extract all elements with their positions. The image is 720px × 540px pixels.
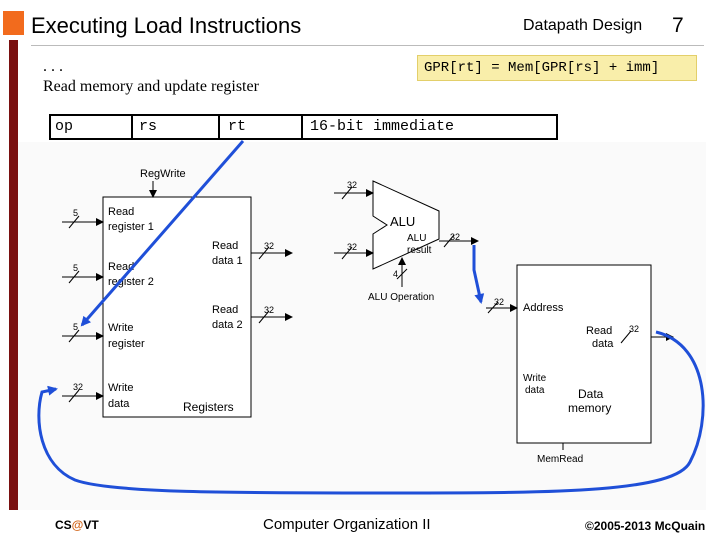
field-op: op bbox=[55, 118, 74, 135]
bus-width-label: 4 bbox=[393, 269, 398, 279]
write-data-label: Write bbox=[108, 382, 133, 394]
registers-label: Registers bbox=[183, 400, 234, 414]
memory-to-write-data-wire bbox=[37, 330, 705, 495]
bus-width-label: 5 bbox=[73, 322, 78, 332]
bus-slash bbox=[620, 330, 632, 344]
slide-subtitle: Read memory and update register bbox=[43, 78, 259, 95]
read-data-2-label: Read bbox=[212, 304, 238, 316]
regwrite-label: RegWrite bbox=[140, 168, 186, 180]
bus-width-label: 32 bbox=[629, 324, 639, 334]
bus-width-label: 32 bbox=[73, 382, 83, 392]
memory-write-data-label-2: data bbox=[525, 385, 545, 396]
field-rs: rs bbox=[139, 118, 158, 135]
data-memory-label: Data bbox=[578, 387, 604, 401]
memory-write-data-label: Write bbox=[523, 373, 547, 384]
bus-slash bbox=[68, 389, 80, 403]
load-formula: GPR[rt] = Mem[GPR[rs] + imm] bbox=[417, 55, 697, 81]
alu-operation-label: ALU Operation bbox=[368, 292, 434, 303]
bus-slash bbox=[396, 268, 408, 280]
field-divider bbox=[131, 116, 133, 138]
header-divider bbox=[31, 45, 704, 46]
read-data-1-label: Read bbox=[212, 240, 238, 252]
continuation-ellipsis: . . . bbox=[43, 58, 63, 75]
bus-slash bbox=[68, 329, 80, 343]
bus-slash bbox=[68, 270, 80, 284]
footer-course-suffix: VT bbox=[83, 518, 99, 532]
read-register-1-label: Read bbox=[108, 206, 134, 218]
footer-copyright: ©2005-2013 McQuain bbox=[585, 519, 706, 533]
bus-slash bbox=[258, 246, 270, 260]
write-register-label: Write bbox=[108, 322, 133, 334]
field-divider bbox=[301, 116, 303, 138]
write-register-label-2: register bbox=[108, 338, 145, 350]
memory-read-data-label-2: data bbox=[592, 338, 614, 350]
title-accent-square bbox=[3, 11, 24, 35]
bus-width-label: 32 bbox=[264, 241, 274, 251]
footer-course-code: CS@VT bbox=[55, 518, 99, 532]
bus-slash bbox=[341, 246, 353, 260]
field-immediate: 16-bit immediate bbox=[310, 118, 455, 135]
field-rt: rt bbox=[228, 118, 247, 135]
rt-to-write-register-wire bbox=[80, 140, 245, 327]
read-register-2-label: Read bbox=[108, 261, 134, 273]
alu-label: ALU bbox=[390, 214, 415, 229]
instruction-format: op rs rt 16-bit immediate bbox=[49, 114, 558, 140]
memory-read-data-label: Read bbox=[586, 325, 612, 337]
bus-slash bbox=[258, 310, 270, 324]
page-number: 7 bbox=[672, 14, 684, 37]
memory-address-label: Address bbox=[523, 302, 564, 314]
bus-width-label: 5 bbox=[73, 263, 78, 273]
read-data-2-label-2: data 2 bbox=[212, 319, 243, 331]
read-register-1-label-2: register 1 bbox=[108, 221, 154, 233]
alu-to-address-wire bbox=[472, 245, 485, 304]
bus-slash bbox=[68, 215, 80, 229]
memread-label: MemRead bbox=[537, 454, 583, 465]
field-divider bbox=[218, 116, 220, 138]
bus-width-label: 32 bbox=[494, 297, 504, 307]
bus-width-label: 32 bbox=[450, 232, 460, 242]
footer-course-name: Computer Organization II bbox=[263, 516, 431, 533]
read-data-1-label-2: data 1 bbox=[212, 255, 243, 267]
alu-result-label: ALU bbox=[407, 233, 426, 244]
register-file-box bbox=[102, 196, 252, 418]
alu-result-label-2: result bbox=[407, 245, 432, 256]
write-data-label-2: data bbox=[108, 398, 130, 410]
bus-width-label: 5 bbox=[73, 208, 78, 218]
section-title: Datapath Design bbox=[523, 17, 643, 34]
data-memory-label-2: memory bbox=[568, 401, 611, 415]
bus-slash bbox=[443, 234, 455, 248]
footer-course-prefix: CS bbox=[55, 518, 72, 532]
bus-slash bbox=[487, 301, 499, 314]
bus-slash bbox=[341, 186, 353, 200]
read-register-2-label-2: register 2 bbox=[108, 276, 154, 288]
left-accent-bar bbox=[9, 40, 18, 510]
bus-width-label: 32 bbox=[347, 180, 357, 190]
slide-title: Executing Load Instructions bbox=[31, 13, 302, 38]
data-memory-box bbox=[516, 264, 652, 444]
footer-course-at: @ bbox=[71, 518, 84, 532]
bus-width-label: 32 bbox=[347, 242, 357, 252]
bus-width-label: 32 bbox=[264, 305, 274, 315]
